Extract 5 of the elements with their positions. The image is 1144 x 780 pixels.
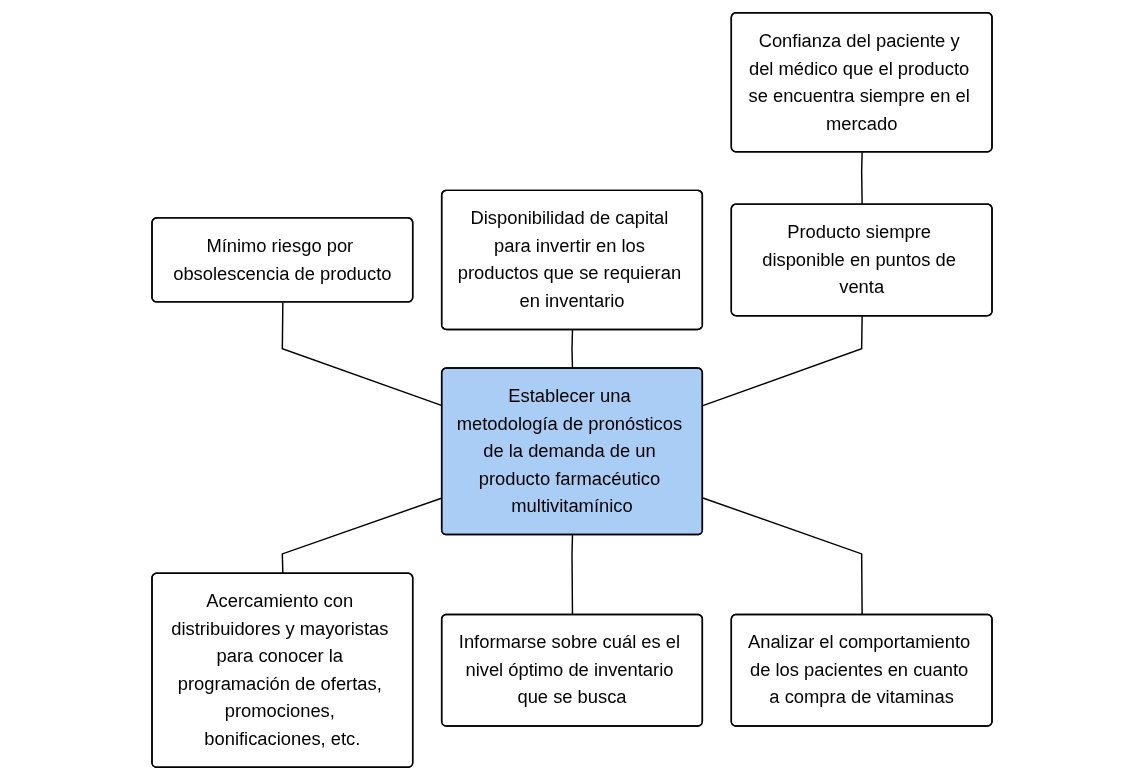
connector [860,151,863,206]
connector [571,534,574,616]
connector [702,315,863,407]
connector [571,329,574,370]
connector [702,497,863,616]
